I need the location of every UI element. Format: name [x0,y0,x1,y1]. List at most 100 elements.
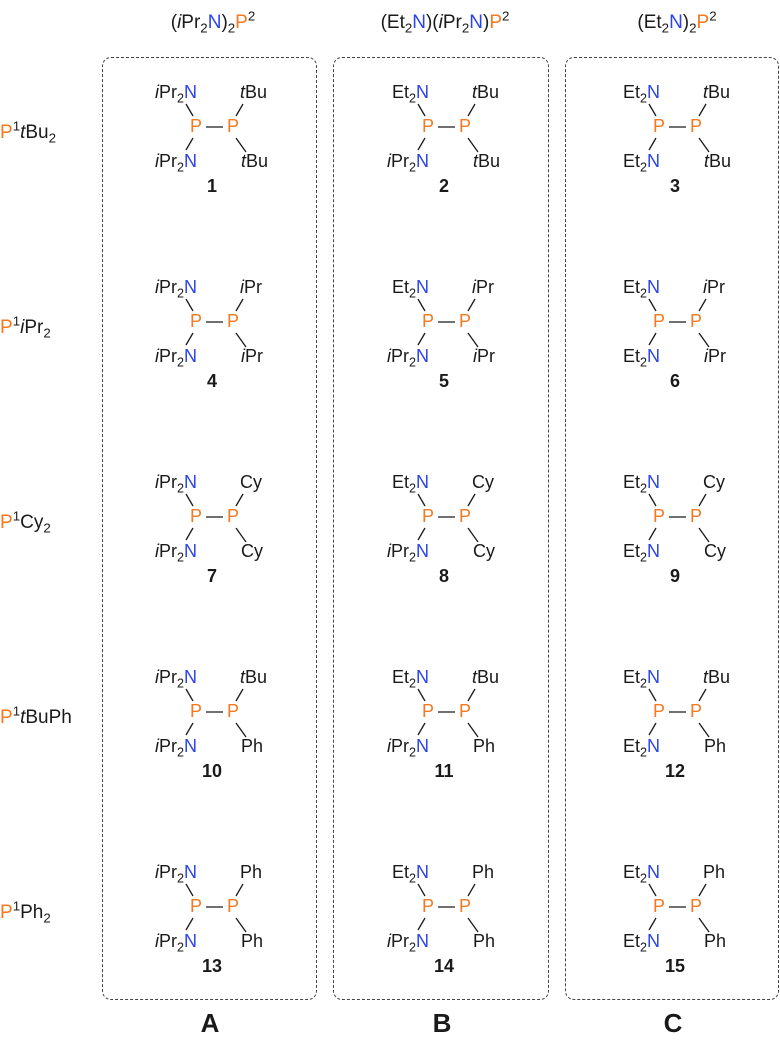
compound-number: 1 [206,176,218,196]
amine-substituent-bottom: iPr2N [154,931,197,955]
column-label-a: A [200,1008,220,1038]
bond-lines [648,493,710,543]
bond-lines [648,103,710,153]
phosphine-substituent-top: tBu [472,667,500,687]
amine-substituent-bottom: Et2N [622,151,660,175]
amine-substituent-bottom: iPr2N [154,151,197,175]
bond-lines [185,298,247,348]
phosphine-substituent-bottom: tBu [241,151,269,171]
compound-number: 5 [438,371,450,391]
phosphorus-atom-2: P [690,506,703,526]
bond-lines [417,493,479,543]
phosphorus-atom-1: P [422,896,435,916]
compound-number: 7 [206,566,218,586]
phosphine-substituent-bottom: iPr [473,346,495,366]
phosphine-substituent-top: tBu [240,82,268,102]
amine-substituent-top: Et2N [622,862,660,886]
compound-number: 6 [669,371,681,391]
phosphorus-atom-2: P [459,896,472,916]
compound-number: 10 [201,761,223,781]
phosphine-substituent-top: Cy [240,472,262,492]
group-box-c [565,57,779,1000]
column-label-b: B [432,1008,452,1038]
phosphine-substituent-bottom: Ph [241,736,264,756]
amine-substituent-top: iPr2N [154,82,197,106]
compound-number: 8 [438,566,450,586]
phosphine-substituent-top: tBu [472,82,500,102]
phosphine-substituent-top: iPr [472,277,494,297]
amine-substituent-bottom: Et2N [622,736,660,760]
bond-lines [648,298,710,348]
amine-substituent-bottom: iPr2N [154,541,197,565]
group-box-a [102,57,317,1000]
row-label-p1ph2: P1Ph2 [0,898,51,926]
phosphine-substituent-top: tBu [703,667,731,687]
amine-substituent-bottom: iPr2N [386,346,429,370]
phosphorus-atom-1: P [190,311,203,331]
phosphorus-atom-2: P [690,896,703,916]
phosphine-substituent-top: iPr [703,277,725,297]
phosphorus-atom-1: P [422,116,435,136]
phosphine-substituent-bottom: tBu [704,151,732,171]
bond-lines [417,883,479,933]
bond-lines [648,883,710,933]
phosphorus-atom-1: P [653,506,666,526]
compound-number: 11 [434,761,454,781]
phosphorus-atom-1: P [190,701,203,721]
bond-lines [417,103,479,153]
amine-substituent-bottom: iPr2N [386,931,429,955]
amine-substituent-top: Et2N [622,667,660,691]
phosphine-substituent-bottom: Ph [704,736,727,756]
bond-lines [648,688,710,738]
amine-substituent-bottom: iPr2N [386,151,429,175]
phosphorus-atom-2: P [227,506,240,526]
phosphine-substituent-top: Cy [472,472,494,492]
row-label-p1cy2: P1Cy2 [0,508,51,536]
column-header-a: (iPr2N)2P2 [170,8,256,36]
amine-substituent-bottom: Et2N [622,346,660,370]
phosphine-substituent-bottom: Cy [704,541,726,561]
amine-substituent-bottom: iPr2N [386,736,429,760]
phosphorus-atom-2: P [690,701,703,721]
compound-number: 13 [201,956,223,976]
group-box-b [333,57,549,1000]
phosphine-substituent-bottom: Ph [473,931,496,951]
phosphine-substituent-bottom: Cy [241,541,263,561]
amine-substituent-bottom: iPr2N [386,541,429,565]
phosphorus-atom-1: P [653,701,666,721]
phosphine-substituent-top: Ph [703,862,726,882]
phosphorus-atom-1: P [422,311,435,331]
amine-substituent-top: Et2N [622,82,660,106]
amine-substituent-top: Et2N [391,667,429,691]
phosphine-substituent-bottom: Ph [473,736,496,756]
phosphine-substituent-top: Cy [703,472,725,492]
compound-number: 12 [664,761,686,781]
amine-substituent-bottom: iPr2N [154,736,197,760]
amine-substituent-top: Et2N [391,82,429,106]
phosphorus-atom-2: P [227,311,240,331]
compound-number: 3 [669,176,681,196]
bond-lines [417,298,479,348]
phosphorus-atom-2: P [227,896,240,916]
bond-lines [185,103,247,153]
amine-substituent-top: Et2N [391,277,429,301]
phosphorus-atom-1: P [653,116,666,136]
row-label-p1tbu2: P1tBu2 [0,118,57,146]
compound-number: 4 [206,371,218,391]
phosphorus-atom-2: P [459,506,472,526]
phosphorus-atom-1: P [653,896,666,916]
phosphorus-atom-2: P [690,116,703,136]
amine-substituent-bottom: Et2N [622,931,660,955]
